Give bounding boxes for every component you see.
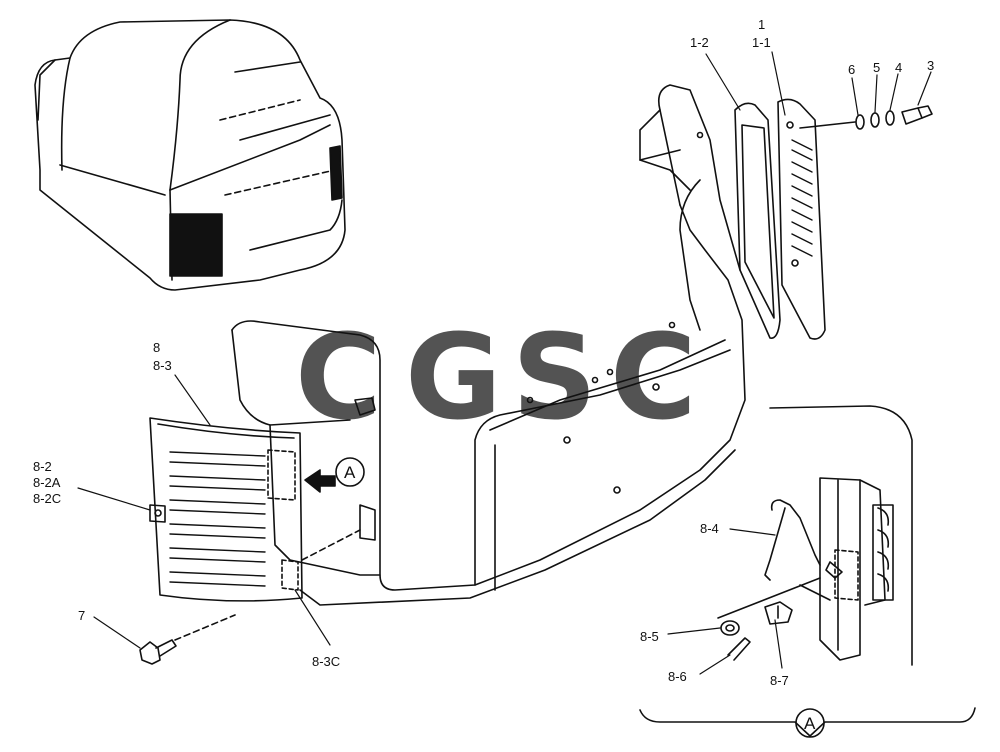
- label-1-1: 1-1: [752, 35, 771, 50]
- label-7: 7: [78, 608, 85, 623]
- label-8-7: 8-7: [770, 673, 789, 688]
- side-cover-grille: [149, 417, 361, 602]
- watermark-logo: C G S C: [295, 308, 697, 446]
- label-8-4: 8-4: [700, 521, 719, 536]
- view-arrow-icon: [304, 469, 336, 493]
- machine-overview: [34, 19, 346, 291]
- label-8-6: 8-6: [668, 669, 687, 684]
- watermark-letter-2: G: [405, 308, 502, 446]
- label-8-3: 8-3: [153, 358, 172, 373]
- counterweight-body: [231, 84, 746, 606]
- label-4: 4: [895, 60, 902, 75]
- label-8: 8: [153, 340, 160, 355]
- label-8-2: 8-2: [33, 459, 52, 474]
- label-5: 5: [873, 60, 880, 75]
- detail-marker-label: A: [804, 714, 816, 733]
- filter-panels: [734, 98, 856, 340]
- label-8-5: 8-5: [640, 629, 659, 644]
- label-1: 1: [758, 17, 765, 32]
- watermark-letter-1: C: [295, 308, 382, 446]
- watermark-letter-3: S: [512, 308, 597, 446]
- label-3: 3: [927, 58, 934, 73]
- label-8-3C: 8-3C: [312, 654, 340, 669]
- leader-lines: [77, 51, 932, 675]
- label-8-2C: 8-2C: [33, 491, 61, 506]
- label-8-2A: 8-2A: [33, 475, 61, 490]
- view-marker-circle: [335, 457, 365, 487]
- watermark-letter-4: C: [610, 308, 697, 446]
- fasteners-3-6: [855, 105, 933, 130]
- label-1-2: 1-2: [690, 35, 709, 50]
- callout-labels: 1 1-1 1-2 3 4 5 6 8 8-3 8-2 8-2A 8-2C 7 …: [33, 17, 934, 733]
- latch-hinge-detail: [717, 477, 894, 661]
- detail-a-frame: [639, 405, 976, 738]
- bolt-7: [139, 614, 236, 665]
- counterweight-highlight: [169, 213, 223, 277]
- view-marker-label: A: [344, 463, 356, 482]
- label-6: 6: [848, 62, 855, 77]
